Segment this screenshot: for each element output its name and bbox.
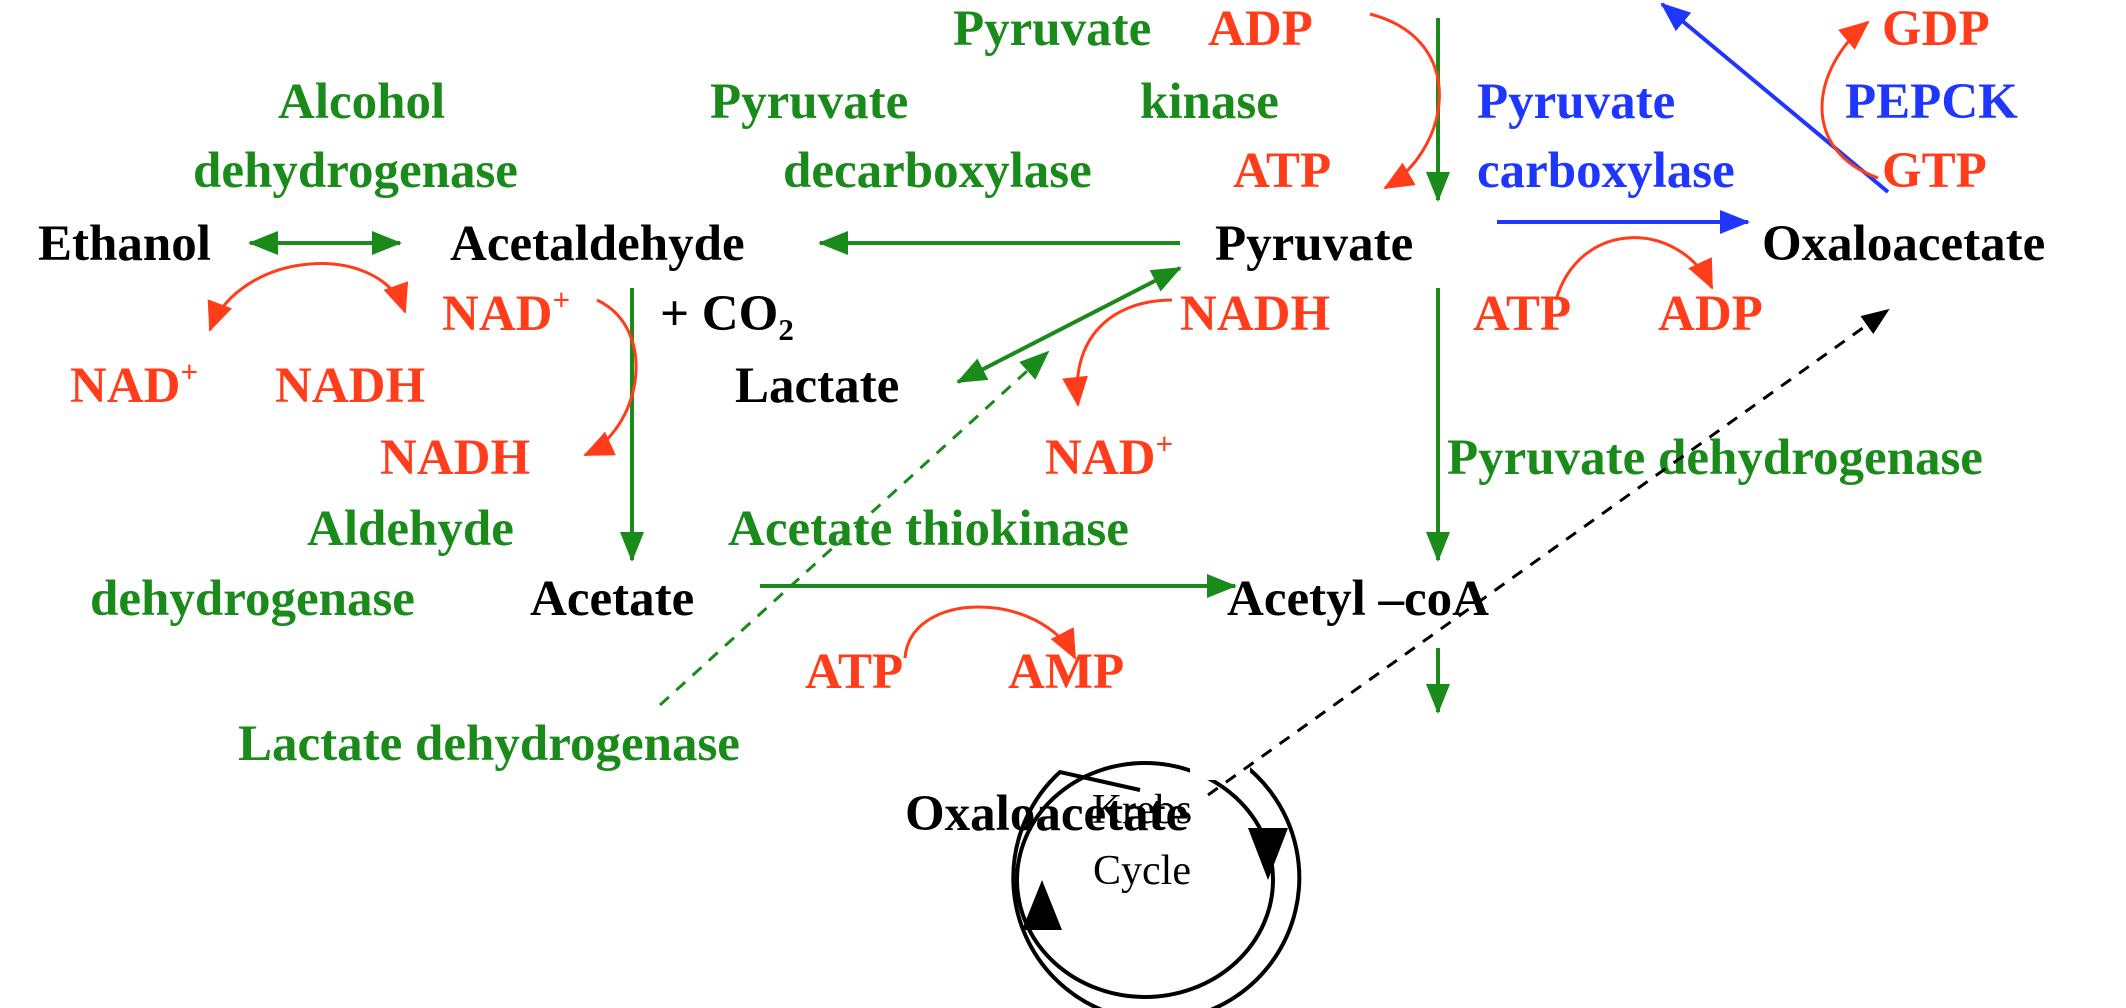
lactate-label: Lactate <box>735 358 899 414</box>
nad-alcohol-dh-text: NAD <box>70 358 181 414</box>
atp-amp-acetate-thiokinase-arrow <box>903 605 1077 660</box>
pyruvate-decarboxylase-line2: decarboxylase <box>783 143 1092 199</box>
pyruvate-carboxylase-line2: carboxylase <box>1477 143 1735 199</box>
co2-prefix: + CO <box>660 286 778 342</box>
acetate-label: Acetate <box>530 571 694 627</box>
pyruvate-decarboxylase-line1: Pyruvate <box>710 74 908 130</box>
nad-nadh-aldehyde-dh-arrow <box>583 298 638 457</box>
pyruvate-kinase-line1: Pyruvate <box>953 1 1151 57</box>
nadh-alcohol-dh: NADH <box>275 358 425 414</box>
alcohol-dehydrogenase-line2: dehydrogenase <box>193 143 518 199</box>
nad-lactate-dh-superscript: + <box>1156 426 1174 461</box>
pepck-label: PEPCK <box>1845 74 2018 130</box>
gdp-label: GDP <box>1882 1 1990 57</box>
krebs-arrowhead-left <box>1022 880 1062 930</box>
nad-plus-lactate-dh: NAD+ <box>1045 426 1173 486</box>
pyruvate-dehydrogenase-label: Pyruvate dehydrogenase <box>1447 430 1983 486</box>
atp-pyruvate-kinase: ATP <box>1233 143 1331 199</box>
aldehyde-dehydrogenase-line2: dehydrogenase <box>90 571 415 627</box>
nad-aldehyde-dh-superscript: + <box>553 282 571 317</box>
atp-pyruvate-carboxylase: ATP <box>1473 286 1571 342</box>
krebs-cycle-ring <box>1015 761 1275 999</box>
acetate-thiokinase-label: Acetate thiokinase <box>728 501 1129 557</box>
pyruvate-lactate-arrow <box>956 266 1182 384</box>
krebs-cycle-ring-gap <box>1190 750 1250 780</box>
oxaloacetate-transfer-dashed-arrow <box>1207 308 1890 797</box>
gtp-gdp-arrow <box>1820 20 1879 180</box>
ethanol-label: Ethanol <box>38 216 211 272</box>
nad-nadh-alcohol-dh-arrow <box>207 262 409 332</box>
atp-acetate-thiokinase: ATP <box>805 644 903 700</box>
pyruvate-label: Pyruvate <box>1215 216 1413 272</box>
atp-adp-pyruvate-carboxylase-arrow <box>1554 236 1714 301</box>
krebs-cycle-line2: Cycle <box>1093 848 1191 894</box>
oxaloacetate-top-label: Oxaloacetate <box>1762 216 2045 272</box>
adp-pyruvate-kinase: ADP <box>1208 1 1313 57</box>
gtp-label: GTP <box>1882 143 1987 199</box>
nadh-lactate-dh: NADH <box>1180 286 1330 342</box>
krebs-arrowhead-right <box>1248 828 1288 880</box>
alcohol-dehydrogenase-line1: Alcohol <box>278 74 445 130</box>
oxaloacetate-bottom-label: Oxaloacetate <box>905 786 1188 842</box>
pyruvate-carboxylase-line1: Pyruvate <box>1477 74 1675 130</box>
acetaldehyde-label: Acetaldehyde <box>450 216 745 272</box>
aldehyde-dehydrogenase-line1: Aldehyde <box>307 501 514 557</box>
amp-acetate-thiokinase: AMP <box>1008 644 1124 700</box>
nad-plus-alcohol-dh: NAD+ <box>70 354 198 414</box>
nad-alcohol-dh-superscript: + <box>181 354 199 389</box>
pepck-arrow <box>1660 2 1890 194</box>
acetyl-coa-label: Acetyl –coA <box>1227 571 1489 627</box>
nadh-nad-lactate-dh-arrow <box>1062 298 1173 407</box>
co2-subscript: 2 <box>778 312 794 347</box>
co2-label: + CO2 <box>660 286 794 347</box>
krebs-cycle-line1: Krebs <box>1092 787 1192 833</box>
adp-atp-pyruvate-kinase-arrow <box>1369 12 1441 190</box>
nad-lactate-dh-text: NAD <box>1045 430 1156 486</box>
nadh-aldehyde-dh: NADH <box>380 430 530 486</box>
nad-aldehyde-dh-text: NAD <box>442 286 553 342</box>
lactate-dehydrogenase-label: Lactate dehydrogenase <box>238 716 740 772</box>
nad-plus-aldehyde-dh: NAD+ <box>442 282 570 342</box>
adp-pyruvate-carboxylase: ADP <box>1658 286 1763 342</box>
krebs-cycle-circle <box>1011 752 1302 1008</box>
pyruvate-kinase-line2: kinase <box>1140 74 1279 130</box>
